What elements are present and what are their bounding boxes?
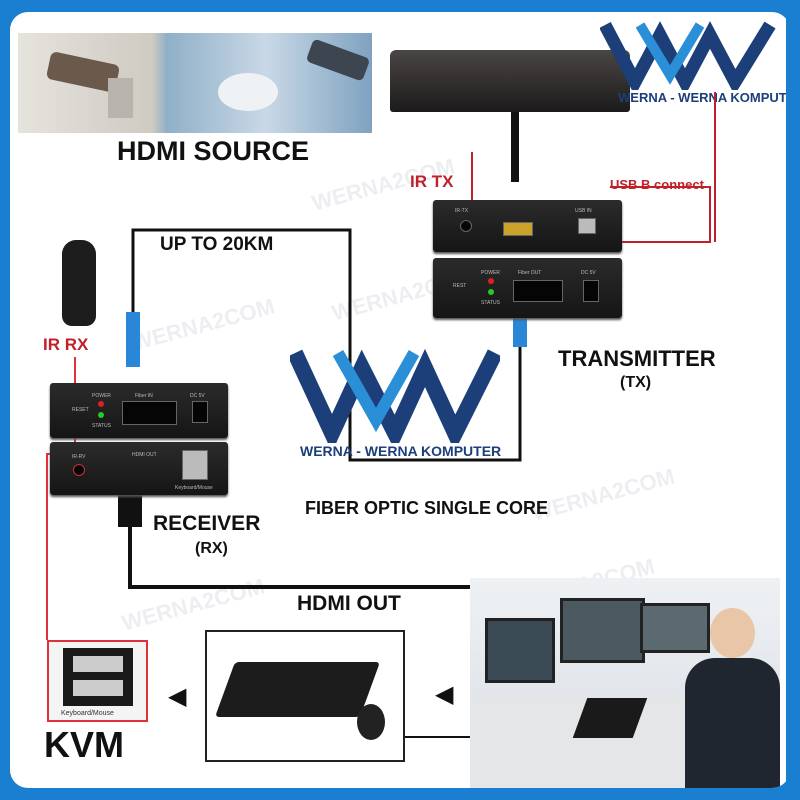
ww-logo-icon bbox=[287, 348, 503, 453]
receiver-bottom-unit: IR-RV HDMI OUT Keyboard/Mouse bbox=[50, 442, 228, 495]
fiber-optic-label: FIBER OPTIC SINGLE CORE bbox=[305, 498, 549, 518]
hdmi-source-label: HDMI SOURCE bbox=[117, 136, 310, 166]
usb-b-connect-label: USB B connect bbox=[610, 177, 704, 192]
arrow-left-icon: ◀ bbox=[435, 681, 454, 708]
arrow-left-icon: ◀ bbox=[168, 683, 187, 710]
receiver-abbr: (RX) bbox=[195, 540, 228, 557]
port-label: POWER bbox=[481, 270, 500, 276]
logo-text: WERNA - WERNA KOMPUTER bbox=[300, 443, 502, 459]
ww-logo-icon bbox=[599, 21, 776, 96]
port-label: DC 5V bbox=[581, 270, 596, 276]
transmitter-top-unit: IR-TX USB IN bbox=[433, 200, 622, 252]
port-label: Fiber IN bbox=[135, 393, 153, 399]
cctv-camera-photo bbox=[18, 33, 372, 133]
logo-text: WERNA - WERNA KOMPUTER bbox=[618, 90, 790, 105]
distance-label: UP TO 20KM bbox=[160, 234, 274, 255]
transmitter-abbr: (TX) bbox=[620, 374, 652, 391]
port-label: IR-RV bbox=[72, 454, 86, 460]
port-label: RESET bbox=[72, 407, 89, 413]
port-label: POWER bbox=[92, 393, 111, 399]
port-label: Fiber OUT bbox=[518, 270, 542, 276]
port-label: REST bbox=[453, 283, 467, 289]
diagram-canvas: WERNA2COM WERNA2COM WERNA2COM WERNA2COM … bbox=[10, 12, 790, 788]
transmitter-label: TRANSMITTER bbox=[558, 346, 716, 371]
port-label: IR-TX bbox=[455, 208, 469, 214]
kvm-port-panel: Keyboard/Mouse bbox=[47, 640, 148, 722]
brand-logo: WERNA - WERNA KOMPUTER bbox=[599, 20, 790, 110]
center-brand-logo: WERNA - WERNA KOMPUTER bbox=[287, 348, 503, 463]
hdmi-out-label: HDMI OUT bbox=[297, 592, 401, 615]
frame-right bbox=[786, 0, 800, 800]
ir-rx-label: IR RX bbox=[43, 335, 89, 354]
receiver-label: RECEIVER bbox=[153, 512, 261, 535]
port-label: HDMI OUT bbox=[132, 452, 157, 458]
port-label: DC 5V bbox=[190, 393, 205, 399]
transmitter-bottom-unit: REST POWER STATUS Fiber OUT DC 5V bbox=[433, 258, 622, 318]
ir-tx-label: IR TX bbox=[410, 172, 454, 191]
keyboard-mouse-panel bbox=[205, 630, 405, 762]
port-label: STATUS bbox=[92, 423, 111, 429]
port-label: USB IN bbox=[575, 208, 592, 214]
remote-control bbox=[62, 240, 96, 326]
receiver-top-unit: RESET POWER STATUS Fiber IN DC 5V bbox=[50, 383, 228, 438]
port-label: Keyboard/Mouse bbox=[175, 485, 213, 491]
kvm-port-label: Keyboard/Mouse bbox=[61, 710, 114, 717]
operator-workstation-photo bbox=[470, 578, 780, 788]
port-label: STATUS bbox=[481, 300, 500, 306]
kvm-label: KVM bbox=[44, 724, 124, 765]
dvr-device bbox=[390, 50, 630, 112]
